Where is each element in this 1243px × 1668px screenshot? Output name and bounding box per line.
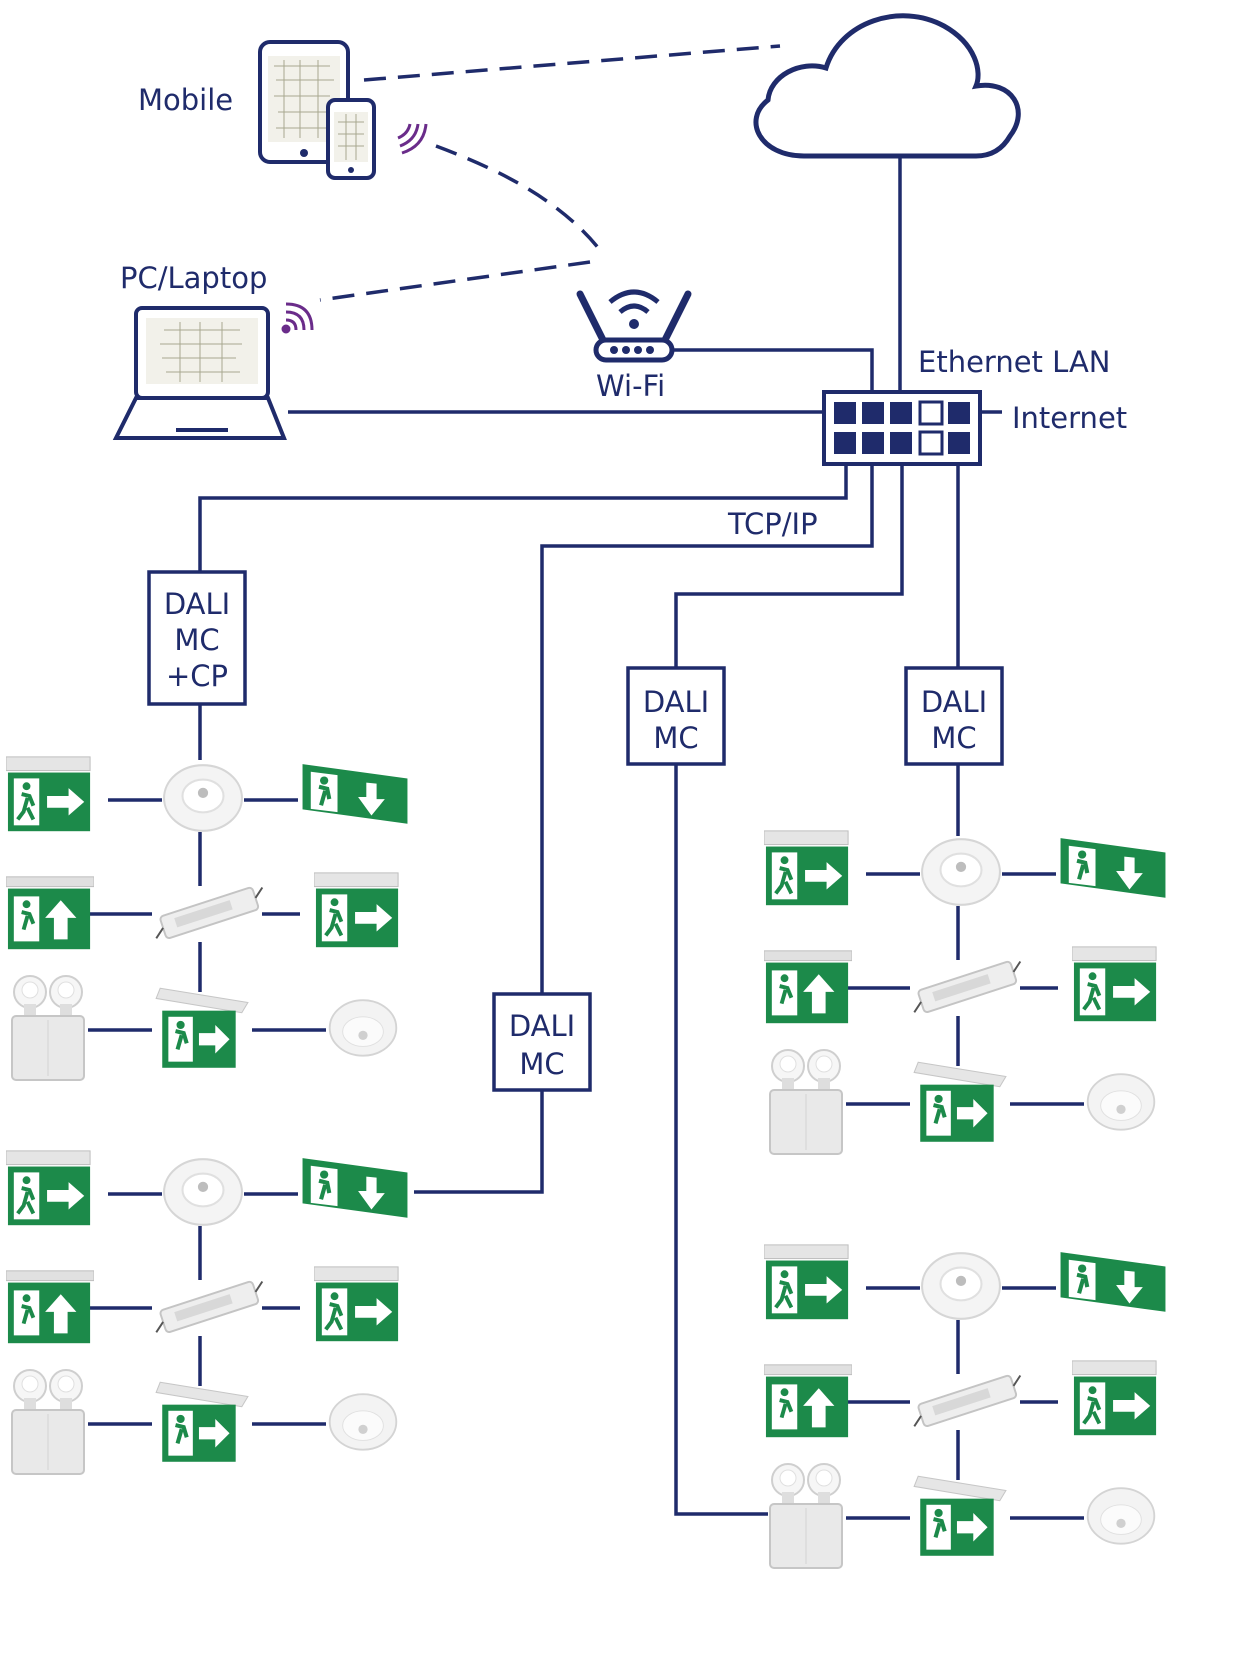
- emergency-twin-head-icon: [10, 974, 86, 1082]
- hanging-exit-sign-icon: [914, 1062, 1006, 1142]
- exit-sign-up-icon: [6, 1268, 94, 1346]
- svg-text:DALI: DALI: [509, 1009, 575, 1043]
- svg-text:MC: MC: [174, 623, 219, 657]
- exit-sign-up-icon: [764, 948, 852, 1026]
- exit-sign-up-icon: [764, 1362, 852, 1440]
- dali-controller-3: DALI MC: [626, 666, 726, 766]
- svg-text:MC: MC: [653, 721, 698, 755]
- hanging-exit-sign-icon: [914, 1476, 1006, 1556]
- smoke-detector-icon: [1086, 1487, 1156, 1545]
- motion-sensor-icon: [921, 838, 1001, 906]
- tcp-ip-label: TCP/IP: [727, 507, 818, 541]
- svg-text:MC: MC: [519, 1047, 564, 1081]
- wireless-signal-icon: [397, 123, 428, 155]
- motion-sensor-icon: [163, 764, 243, 832]
- wireless-link-laptop-router: [319, 260, 591, 302]
- emergency-twin-head-icon: [768, 1462, 844, 1570]
- wifi-router-icon: [576, 289, 692, 363]
- smoke-detector-icon: [328, 999, 398, 1057]
- exit-sign-right-icon: [1072, 946, 1159, 1024]
- dali-controller-2: DALI MC: [492, 992, 592, 1092]
- exit-sign-down-icon: [303, 1158, 408, 1218]
- smoke-detector-icon: [1086, 1073, 1156, 1131]
- motion-sensor-icon: [163, 1158, 243, 1226]
- hanging-exit-sign-icon: [156, 1382, 248, 1462]
- svg-text:DALI: DALI: [921, 685, 987, 719]
- mobile-devices-icon: [258, 40, 376, 180]
- exit-sign-down-icon: [303, 764, 408, 824]
- device-cluster-a: [6, 756, 408, 1082]
- led-driver-icon: [908, 1370, 1026, 1432]
- wireless-link-mobile-router: [435, 144, 602, 252]
- exit-sign-right-icon: [1072, 1360, 1159, 1438]
- svg-text:MC: MC: [931, 721, 976, 755]
- exit-sign-right-icon: [764, 1244, 851, 1322]
- smoke-detector-icon: [328, 1393, 398, 1451]
- led-driver-icon: [150, 1276, 268, 1338]
- cloud-icon: [753, 13, 1021, 159]
- device-cluster-b: [6, 1150, 408, 1476]
- emergency-twin-head-icon: [768, 1048, 844, 1156]
- ethernet-lan-label: Ethernet LAN: [918, 345, 1111, 379]
- svg-text:+CP: +CP: [166, 659, 228, 693]
- exit-sign-right-icon: [314, 1266, 401, 1344]
- exit-sign-right-icon: [6, 756, 93, 834]
- exit-sign-down-icon: [1061, 1252, 1166, 1312]
- ethernet-switch-icon: [822, 390, 982, 466]
- exit-sign-right-icon: [6, 1150, 93, 1228]
- mobile-label: Mobile: [138, 83, 233, 117]
- device-cluster-c: [764, 830, 1166, 1156]
- svg-text:DALI: DALI: [643, 685, 709, 719]
- wifi-label: Wi-Fi: [596, 369, 665, 403]
- svg-text:DALI: DALI: [164, 587, 230, 621]
- emergency-twin-head-icon: [10, 1368, 86, 1476]
- motion-sensor-icon: [921, 1252, 1001, 1320]
- wireless-signal-icon: [281, 302, 314, 334]
- exit-sign-right-icon: [764, 830, 851, 908]
- hanging-exit-sign-icon: [156, 988, 248, 1068]
- led-driver-icon: [150, 882, 268, 944]
- dali-controller-4: DALI MC: [904, 666, 1004, 766]
- device-cluster-d: [764, 1244, 1166, 1570]
- wireless-link-mobile-cloud: [363, 44, 781, 82]
- internet-label: Internet: [1012, 401, 1127, 435]
- led-driver-icon: [908, 956, 1026, 1018]
- pc-laptop-label: PC/Laptop: [120, 261, 267, 295]
- exit-sign-right-icon: [314, 872, 401, 950]
- exit-sign-down-icon: [1061, 838, 1166, 898]
- exit-sign-up-icon: [6, 874, 94, 952]
- laptop-icon: [112, 306, 287, 440]
- dali-controller-1: DALI MC +CP: [147, 570, 247, 706]
